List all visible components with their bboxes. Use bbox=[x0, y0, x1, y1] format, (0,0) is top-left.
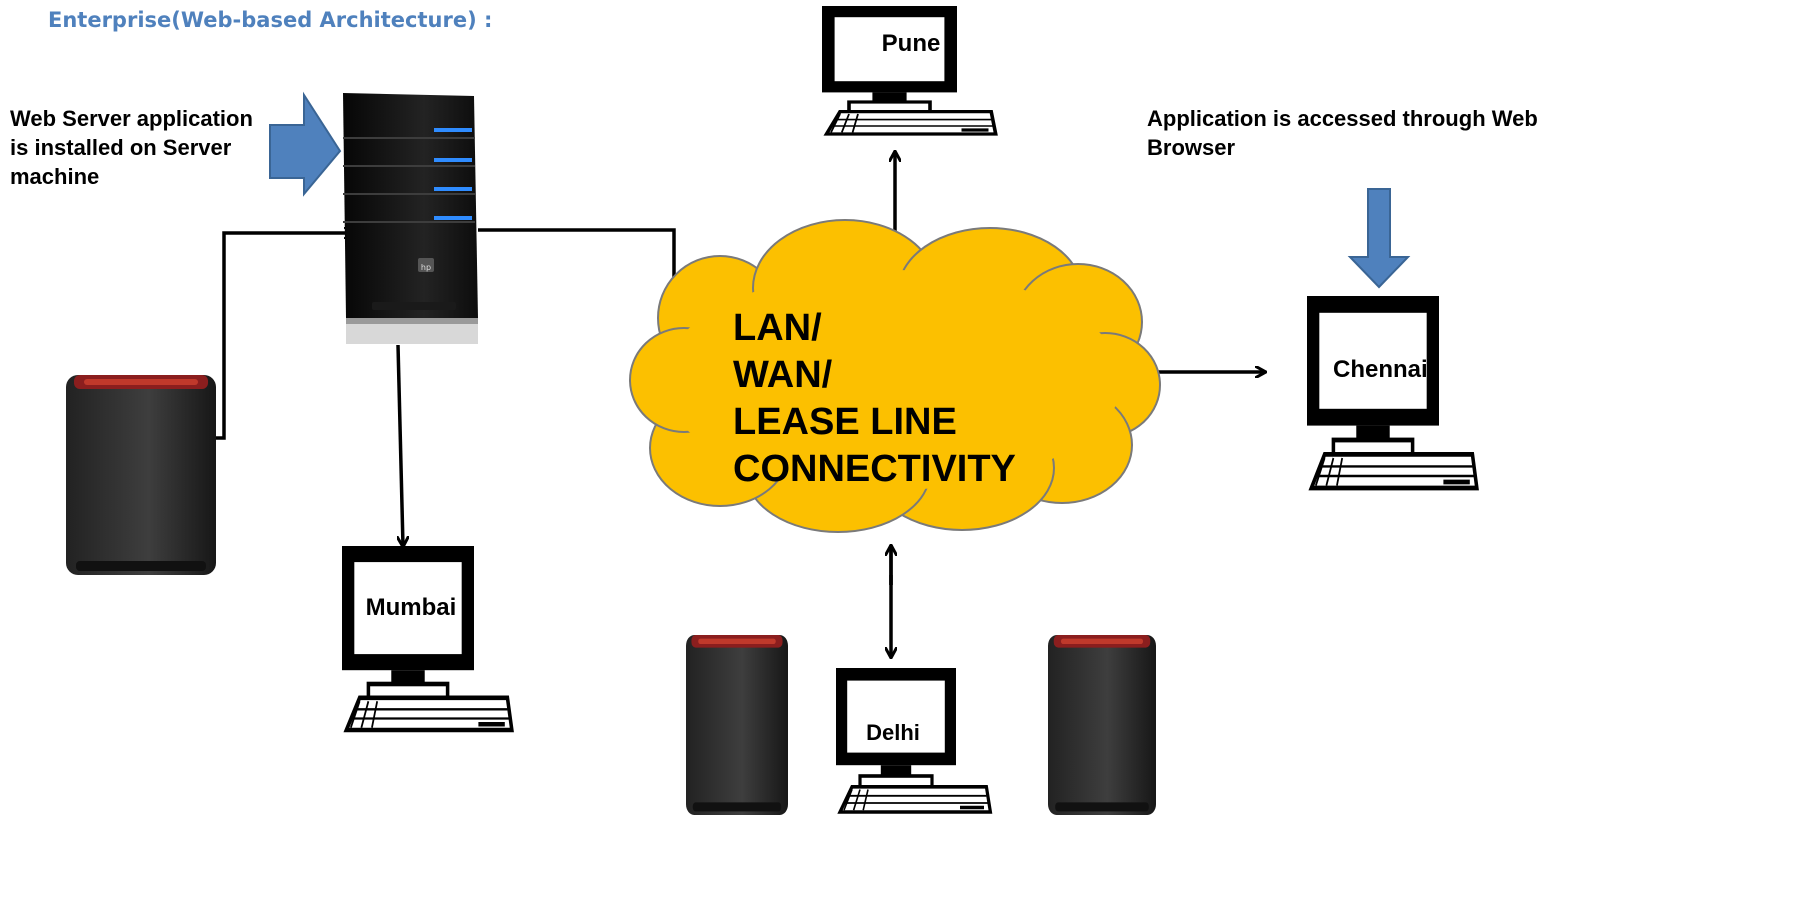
blue-arrow-right-icon bbox=[269, 91, 342, 197]
browser-access-note: Application is accessed through Web Brow… bbox=[1147, 106, 1538, 160]
cloud-label: LAN/ WAN/ LEASE LINE CONNECTIVITY bbox=[733, 307, 1016, 490]
computer-chennai-icon bbox=[1307, 296, 1477, 488]
pune-label: Pune bbox=[881, 30, 941, 57]
card-reader-delhi-right-icon bbox=[1048, 635, 1156, 815]
server-install-note: Web Server application is installed on S… bbox=[10, 106, 253, 189]
server-tower-icon bbox=[343, 93, 478, 344]
mumbai-label: Mumbai bbox=[365, 594, 457, 621]
diagram-title: Enterprise(Web-based Architecture) : bbox=[48, 8, 493, 32]
card-reader-left-icon bbox=[66, 375, 216, 575]
blue-arrow-down-icon bbox=[1347, 188, 1411, 289]
computer-pune-icon bbox=[820, 4, 998, 136]
card-reader-delhi-left-icon bbox=[686, 635, 788, 815]
server-logo: hp bbox=[421, 263, 431, 272]
network-cloud bbox=[629, 219, 1161, 533]
computer-mumbai-icon bbox=[342, 546, 512, 730]
delhi-label: Delhi bbox=[866, 720, 920, 745]
chennai-label: Chennai bbox=[1333, 356, 1428, 383]
